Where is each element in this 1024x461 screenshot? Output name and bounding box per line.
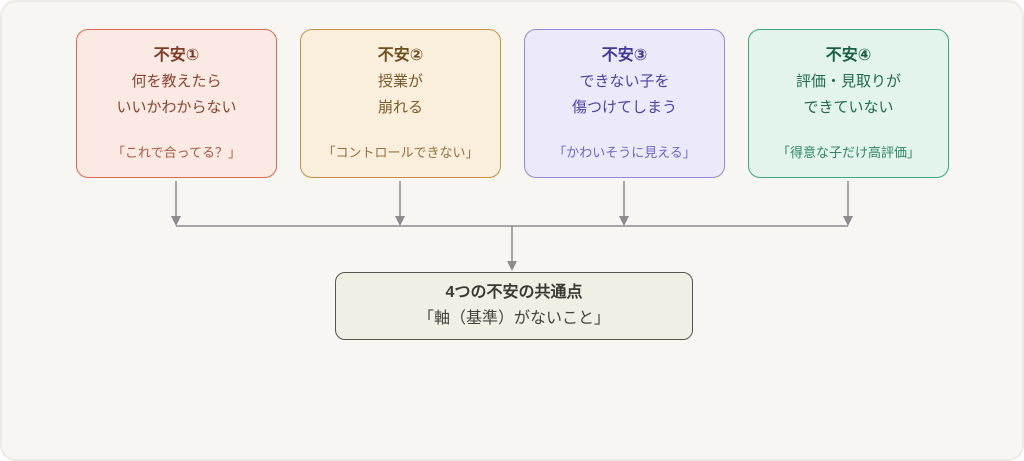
anxiety-box-4-title: 不安④ xyxy=(825,47,872,64)
anxiety-box-4-line2: できていない xyxy=(803,99,894,116)
anxiety-box-2: 不安② 授業が 崩れる 「コントロールできない」 xyxy=(300,29,501,178)
conclusion-subtitle: 「軸（基準）がないこと」 xyxy=(417,310,610,327)
anxiety-box-3-line2: 傷つけてしまう xyxy=(571,99,677,116)
anxiety-box-4-quote: 「得意な子だけ高評価」 xyxy=(776,145,920,160)
arrowhead-box3 xyxy=(619,216,629,226)
conclusion-box: 4つの不安の共通点 「軸（基準）がないこと」 xyxy=(335,272,693,340)
anxiety-box-4-line1: 評価・見取りが xyxy=(795,73,901,90)
anxiety-box-1-quote: 「これで合ってる？」 xyxy=(112,145,241,160)
anxiety-box-2-line2: 崩れる xyxy=(377,99,423,116)
arrowhead-box4 xyxy=(843,216,853,226)
arrow-heads xyxy=(171,216,853,271)
anxiety-box-2-quote: 「コントロールできない」 xyxy=(322,145,479,160)
anxiety-box-3-title: 不安③ xyxy=(601,47,648,64)
anxiety-box-2-line1: 授業が xyxy=(377,73,423,90)
conclusion-title: 4つの不安の共通点 xyxy=(445,284,583,301)
anxiety-box-1-line2: いいかわからない xyxy=(116,99,237,116)
arrowhead-center xyxy=(507,261,517,271)
anxiety-box-1-line1: 何を教えたら xyxy=(131,73,222,90)
anxiety-box-4: 不安④ 評価・見取りが できていない 「得意な子だけ高評価」 xyxy=(748,29,949,178)
anxiety-box-3-line1: できない子を xyxy=(579,73,670,90)
anxiety-box-3-quote: 「かわいそうに見える」 xyxy=(553,145,696,160)
anxiety-box-2-title: 不安② xyxy=(377,47,424,64)
anxiety-box-1-title: 不安① xyxy=(153,47,200,64)
anxiety-box-3: 不安③ できない子を 傷つけてしまう 「かわいそうに見える」 xyxy=(524,29,725,178)
anxiety-box-1: 不安① 何を教えたら いいかわからない 「これで合ってる？」 xyxy=(76,29,277,178)
arrowhead-box2 xyxy=(395,216,405,226)
arrowhead-box1 xyxy=(171,216,181,226)
arrow-lines xyxy=(175,181,849,262)
